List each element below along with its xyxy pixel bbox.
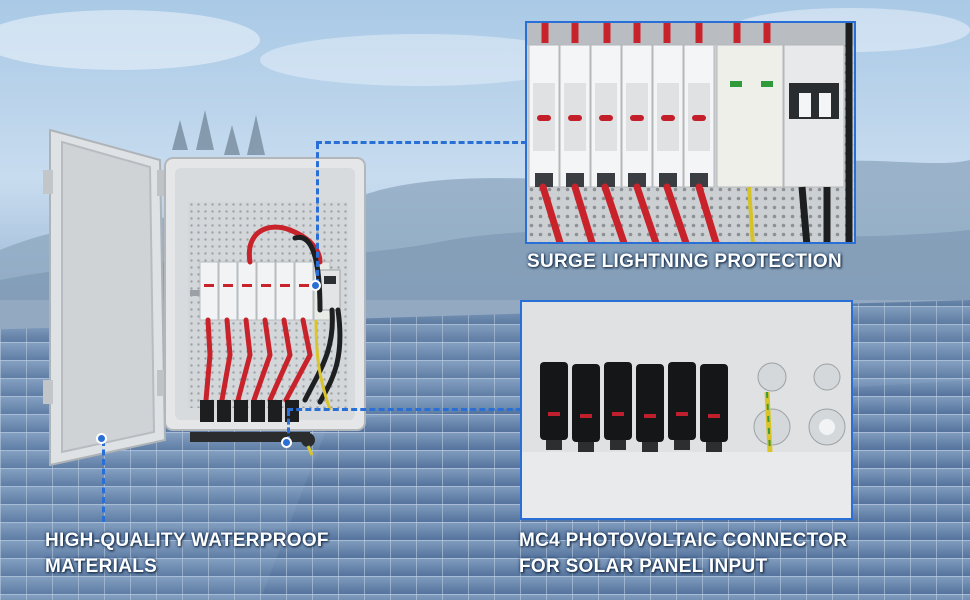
waterproof-callout-dot xyxy=(96,433,107,444)
waterproof-leader-vertical xyxy=(102,440,105,522)
mc4-caption: MC4 PHOTOVOLTAIC CONNECTOR FOR SOLAR PAN… xyxy=(519,528,847,580)
mc4-caption-line2: FOR SOLAR PANEL INPUT xyxy=(519,556,768,577)
mc4-leader-vertical xyxy=(287,410,290,442)
waterproof-caption-line1: HIGH-QUALITY WATERPROOF xyxy=(45,530,329,551)
waterproof-caption-line2: MATERIALS xyxy=(45,556,158,577)
mc4-leader-horizontal xyxy=(287,408,522,411)
surge-closeup-inset xyxy=(525,21,856,244)
surge-leader-horizontal xyxy=(316,141,527,144)
mc4-caption-line1: MC4 PHOTOVOLTAIC CONNECTOR xyxy=(519,530,848,551)
mc4-closeup-inset xyxy=(520,300,853,520)
surge-leader-vertical xyxy=(316,143,319,285)
combiner-box-illustration xyxy=(43,128,366,467)
red-cables xyxy=(203,224,323,403)
breaker-row xyxy=(199,261,341,321)
surge-callout-dot xyxy=(310,280,321,291)
surge-caption: SURGE LIGHTNING PROTECTION xyxy=(527,251,842,272)
waterproof-caption: HIGH-QUALITY WATERPROOF MATERIALS xyxy=(45,528,329,580)
mc4-callout-dot xyxy=(281,437,292,448)
